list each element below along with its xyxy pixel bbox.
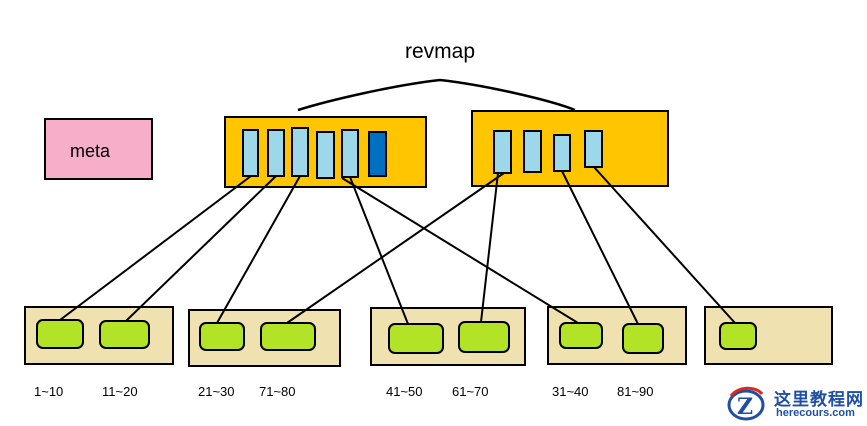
revmap-pointer <box>493 130 512 174</box>
index-tuple <box>36 319 84 349</box>
index-tuple <box>388 323 444 354</box>
index-tuple <box>559 322 603 349</box>
range-label: 31~40 <box>552 384 589 399</box>
revmap-pointer <box>523 130 542 173</box>
meta-page <box>44 118 153 180</box>
revmap-pointer-active <box>368 131 387 177</box>
range-label: 1~10 <box>34 384 64 399</box>
watermark-url: herecours.com <box>776 407 855 419</box>
revmap-pointer <box>267 129 285 177</box>
svg-text:Z: Z <box>737 394 753 420</box>
revmap-pointer <box>242 129 259 177</box>
index-tuple <box>622 323 664 354</box>
revmap-pointer <box>341 129 359 178</box>
range-label: 21~30 <box>198 384 235 399</box>
index-tuple <box>458 321 510 353</box>
range-label: 41~50 <box>386 384 423 399</box>
revmap-label: revmap <box>405 40 476 63</box>
range-label: 71~80 <box>259 384 296 399</box>
pointer-connections <box>59 166 736 325</box>
revmap-brace <box>297 78 576 112</box>
range-label: 61~70 <box>452 384 489 399</box>
revmap-pointer <box>553 134 571 172</box>
index-tuple <box>199 322 245 351</box>
watermark: Z 这里教程网 herecours.com <box>724 382 867 426</box>
index-tuple <box>719 322 757 350</box>
z-logo-icon: Z <box>727 386 765 421</box>
meta-label: meta <box>70 141 111 161</box>
revmap-pointer <box>291 127 309 177</box>
watermark-name: 这里教程网 <box>774 390 864 410</box>
range-label: 11~20 <box>102 384 138 399</box>
revmap-pointer <box>584 130 603 168</box>
index-tuple <box>99 320 150 349</box>
index-tuple <box>260 322 316 351</box>
revmap-pointer <box>316 131 335 179</box>
range-label: 81~90 <box>617 384 654 399</box>
